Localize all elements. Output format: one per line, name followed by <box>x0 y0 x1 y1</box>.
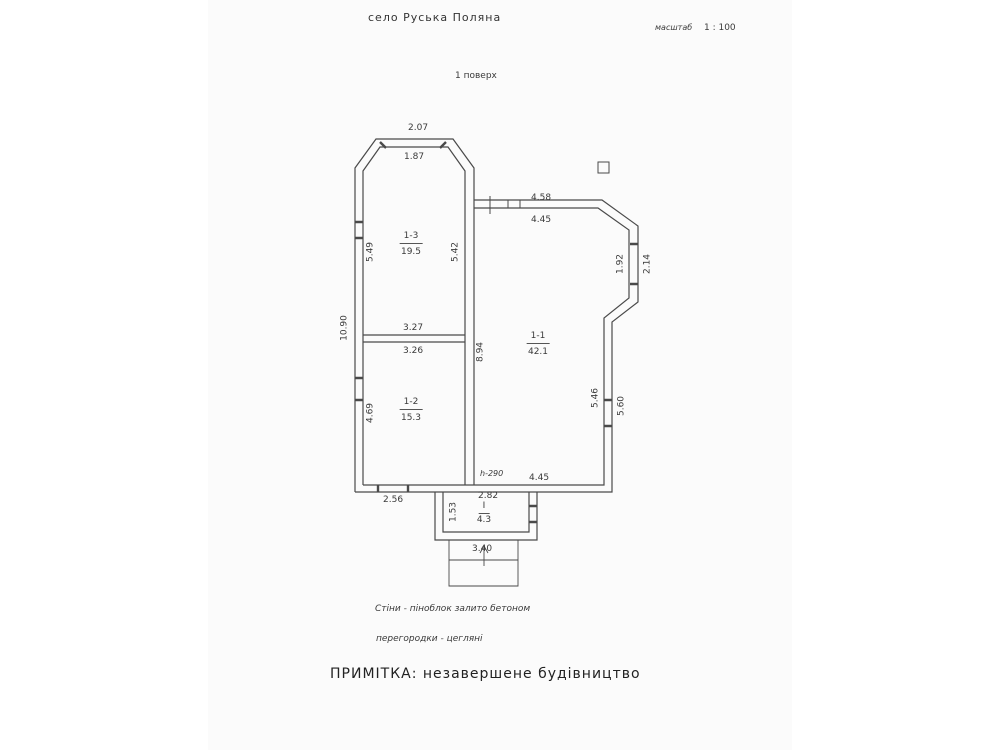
dim-room12-left: 4.69 <box>365 402 376 424</box>
dim-left-total: 10.90 <box>339 315 350 341</box>
dim-room11-top-inner: 4.45 <box>531 215 552 225</box>
room-1-1-outer-wall <box>355 199 639 493</box>
room-porch-id: I <box>478 502 490 514</box>
dim-room11-bottom: 4.45 <box>529 473 550 483</box>
village-title: село Руська Поляна <box>368 11 502 24</box>
plan-sheet <box>208 0 792 750</box>
dim-bay-outer: 2.14 <box>642 253 653 275</box>
remark-note: ПРИМІТКА: незавершене будівництво <box>330 666 641 682</box>
steps <box>448 540 519 587</box>
room-porch-area: 4.3 <box>476 515 492 525</box>
dim-room11-right-inner: 5.46 <box>590 387 601 409</box>
window-marks <box>355 141 638 524</box>
dim-room12-top: 3.26 <box>403 346 424 356</box>
porch-wall <box>434 492 538 541</box>
dim-porch-top: 2.82 <box>478 491 499 501</box>
left-block-outer-wall <box>354 138 475 492</box>
room-divider-wall <box>363 334 465 343</box>
room-1-1-id: 1-1 <box>526 332 550 344</box>
room-1-1-inner-wall <box>363 207 630 486</box>
room-1-2-area: 15.3 <box>400 413 422 423</box>
left-block-inner-wall <box>362 146 466 485</box>
dim-porch-side: 1.53 <box>448 501 459 523</box>
dim-top-outer: 2.07 <box>408 123 429 133</box>
partitions-note: перегородки - цегляні <box>376 634 483 644</box>
dim-top-inner: 1.87 <box>404 152 425 162</box>
dim-porch-bottom: 3.40 <box>472 544 493 554</box>
dim-bay-inner: 1.92 <box>615 253 626 275</box>
height-mark: h-290 <box>480 469 504 478</box>
door-mark <box>489 196 521 214</box>
room-1-3-area: 19.5 <box>400 247 422 257</box>
floor-label: 1 поверх <box>455 71 497 81</box>
walls-note: Стіни - піноблок залито бетоном <box>375 604 531 614</box>
dim-partition: 8.94 <box>475 341 486 363</box>
north-mark <box>597 161 610 174</box>
dim-room11-right-outer: 5.60 <box>616 395 627 417</box>
partition-wall <box>464 200 475 485</box>
room-1-1-area: 42.1 <box>527 347 549 357</box>
room-1-3-id: 1-3 <box>399 232 423 244</box>
scale-value: 1 : 100 <box>704 23 736 33</box>
dim-room13-right: 5.42 <box>450 241 461 263</box>
dim-room12-bottom-outer: 2.56 <box>383 495 404 505</box>
dim-room11-top-outer: 4.58 <box>531 193 552 203</box>
room-1-2-id: 1-2 <box>399 398 423 410</box>
dim-room13-bottom: 3.27 <box>403 323 424 333</box>
entry-arrow <box>479 545 489 566</box>
scale-label: масштаб <box>655 23 693 32</box>
dim-room13-left: 5.49 <box>365 241 376 263</box>
